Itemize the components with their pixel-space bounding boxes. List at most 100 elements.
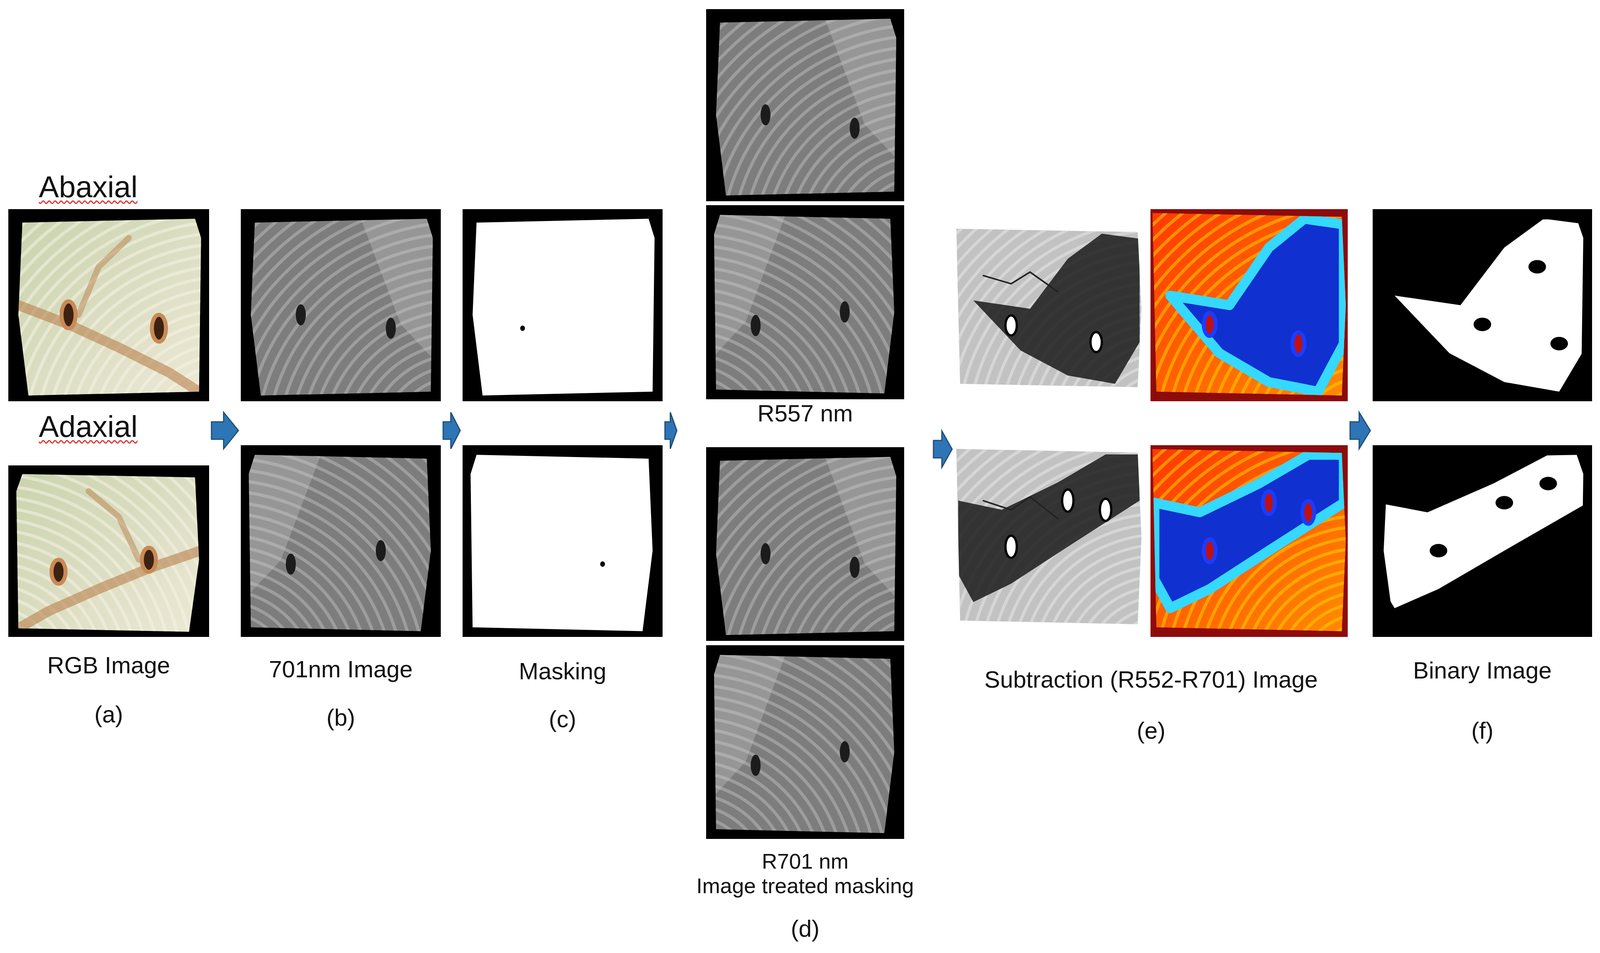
growth-ring — [428, 629, 944, 953]
text-slot: Subtraction (R552-R701) Image — [954, 666, 1348, 694]
growth-ring — [906, 419, 1419, 932]
stage-panel: Binary Image(f) — [1372, 209, 1593, 748]
side-label: Adaxial — [38, 408, 138, 445]
growth-ring — [100, 320, 358, 578]
growth-ring — [873, 198, 975, 300]
growth-ring — [0, 121, 557, 777]
growth-ring — [180, 644, 261, 725]
text-slot: R701 nm Image treated masking — [679, 848, 932, 898]
bright-zone — [244, 454, 321, 599]
binary-region — [1377, 454, 1588, 608]
growth-ring — [1143, 225, 1592, 673]
growth-ring — [374, 575, 999, 953]
growth-ring — [1165, 247, 1570, 652]
growth-ring — [862, 627, 986, 751]
growth-ring — [0, 595, 73, 764]
lesion-spot — [141, 547, 156, 572]
growth-ring — [0, 336, 569, 953]
growth-ring — [0, 319, 349, 953]
growth-ring — [158, 622, 283, 747]
growth-ring — [341, 103, 1031, 793]
text-slot: Abaxial — [38, 168, 138, 205]
growth-ring — [34, 254, 425, 645]
growth-ring — [0, 99, 579, 799]
growth-ring — [398, 387, 523, 512]
tissue-sample — [714, 215, 895, 394]
growth-ring — [1024, 341, 1600, 953]
growth-ring — [557, 0, 1291, 616]
growth-ring — [0, 518, 150, 842]
growth-ring — [927, 198, 1398, 669]
growth-ring — [601, 0, 1247, 572]
growth-ring — [472, 234, 901, 662]
growth-ring — [833, 104, 1492, 763]
growth-ring — [48, 512, 393, 858]
growth-ring — [89, 309, 369, 589]
lesion-spot — [1302, 500, 1315, 524]
growth-ring — [823, 94, 1502, 773]
panel-caption: R557 nm — [679, 400, 932, 427]
growth-ring — [885, 157, 1440, 711]
growth-ring — [1072, 344, 1252, 524]
lesion-spot — [1262, 491, 1275, 515]
tissue-sample — [714, 655, 895, 834]
growth-ring — [67, 287, 391, 611]
growth-ring — [101, 90, 820, 809]
growth-ring — [343, 332, 578, 567]
growth-ring — [979, 250, 1346, 618]
panel-caption: Subtraction (R552-R701) Image — [954, 666, 1348, 694]
growth-ring — [884, 649, 964, 729]
lesion-spot — [295, 304, 306, 326]
dark-zone — [958, 454, 1140, 602]
growth-ring — [731, 57, 1117, 442]
growth-ring — [570, 331, 803, 564]
growth-ring — [0, 451, 217, 908]
image-panel — [240, 209, 441, 402]
binary-hole — [1429, 543, 1448, 558]
growth-ring — [472, 673, 901, 953]
image-panel — [8, 209, 210, 402]
growth-ring — [1317, 634, 1418, 736]
image-panel — [1372, 209, 1593, 402]
growth-ring — [1100, 182, 1600, 717]
growth-ring — [0, 374, 294, 953]
growth-ring — [12, 232, 446, 667]
growth-ring — [614, 375, 759, 520]
growth-ring — [864, 136, 1460, 732]
growth-ring — [26, 490, 416, 879]
growth-ring — [537, 738, 835, 953]
low-value-zone — [1154, 454, 1344, 608]
growth-ring — [123, 112, 799, 787]
growth-ring — [624, 386, 748, 510]
growth-ring — [851, 177, 997, 322]
growth-ring — [1013, 95, 1600, 804]
binary-region — [1394, 218, 1588, 392]
binary-hole — [1473, 317, 1492, 332]
growth-ring — [906, 177, 1419, 690]
growth-ring — [0, 210, 469, 689]
growth-ring — [1045, 363, 1600, 953]
text-slot: Masking — [462, 657, 663, 685]
growth-ring — [352, 553, 1021, 953]
text-slot: (b) — [240, 704, 441, 732]
lesion-spot — [849, 117, 860, 139]
growth-ring — [548, 310, 825, 586]
growth-ring — [0, 440, 228, 919]
growth-ring — [0, 177, 502, 722]
growth-ring — [418, 179, 955, 717]
growth-ring — [1002, 320, 1600, 953]
tissue-sample — [250, 218, 433, 396]
dark-zone — [973, 233, 1140, 384]
tissue-sample — [16, 474, 199, 632]
growth-ring — [612, 377, 1237, 953]
growth-ring — [1002, 84, 1600, 815]
growth-ring — [1093, 364, 1232, 503]
growth-ring — [884, 209, 964, 289]
growth-ring — [1186, 268, 1548, 630]
lesion-spot — [285, 553, 296, 575]
lesion-spot — [152, 314, 166, 342]
text-slot: Binary Image — [1372, 657, 1593, 684]
image-panel — [706, 9, 905, 202]
lesion-spot — [760, 542, 771, 565]
growth-ring — [895, 167, 1429, 701]
